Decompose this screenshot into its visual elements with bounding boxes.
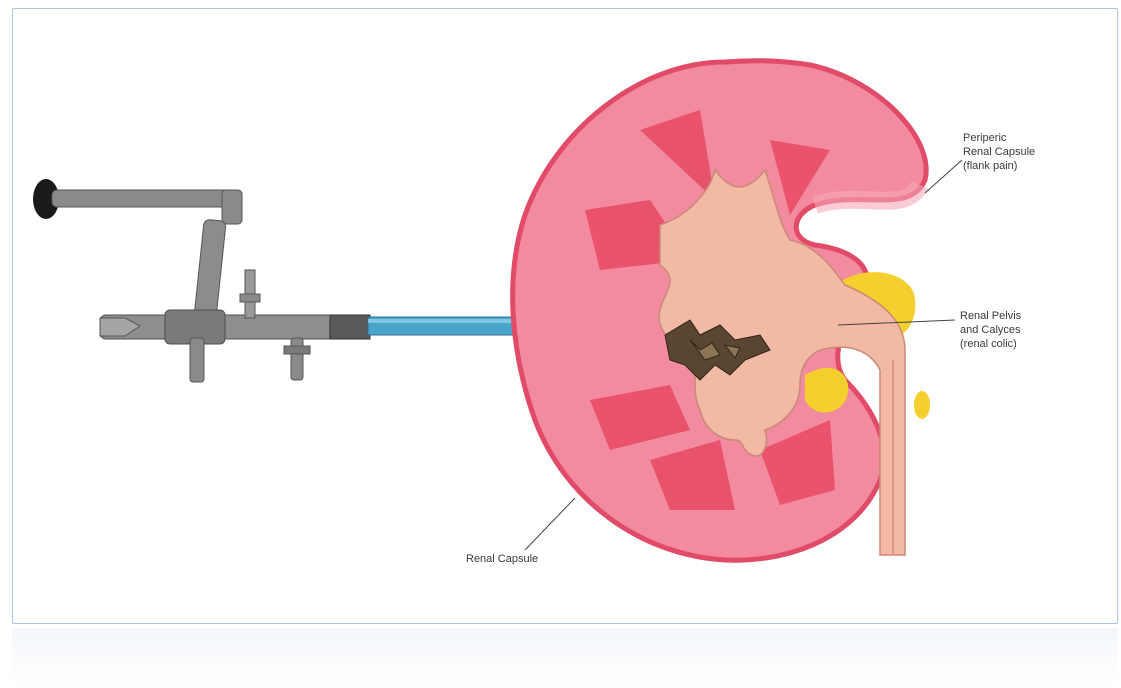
label-pelvis-line2: and Calyces [960, 323, 1021, 337]
label-perirenal-line1: Periperic [963, 131, 1035, 145]
label-perirenal-line2: Renal Capsule [963, 145, 1035, 159]
leader-capsule [525, 498, 575, 550]
stopcock-valve-top [240, 294, 260, 302]
port-left [190, 338, 204, 382]
label-renal-capsule: Renal Capsule [466, 552, 538, 566]
leader-perirenal [925, 160, 962, 193]
label-pelvis-line3: (renal colic) [960, 337, 1021, 351]
label-perirenal-line3: (flank pain) [963, 159, 1035, 173]
label-renal-pelvis: Renal Pelvis and Calyces (renal colic) [960, 309, 1021, 351]
sheath-lock [330, 315, 370, 339]
eyepiece-arm [52, 190, 240, 207]
elbow-joint [222, 190, 242, 224]
vertical-arm [194, 219, 226, 321]
port-valve [284, 346, 310, 354]
renal-fat-small [914, 391, 930, 419]
label-perirenal-capsule: Periperic Renal Capsule (flank pain) [963, 131, 1035, 173]
port-right [291, 338, 303, 380]
kidney [513, 61, 930, 560]
label-pelvis-line1: Renal Pelvis [960, 309, 1021, 323]
